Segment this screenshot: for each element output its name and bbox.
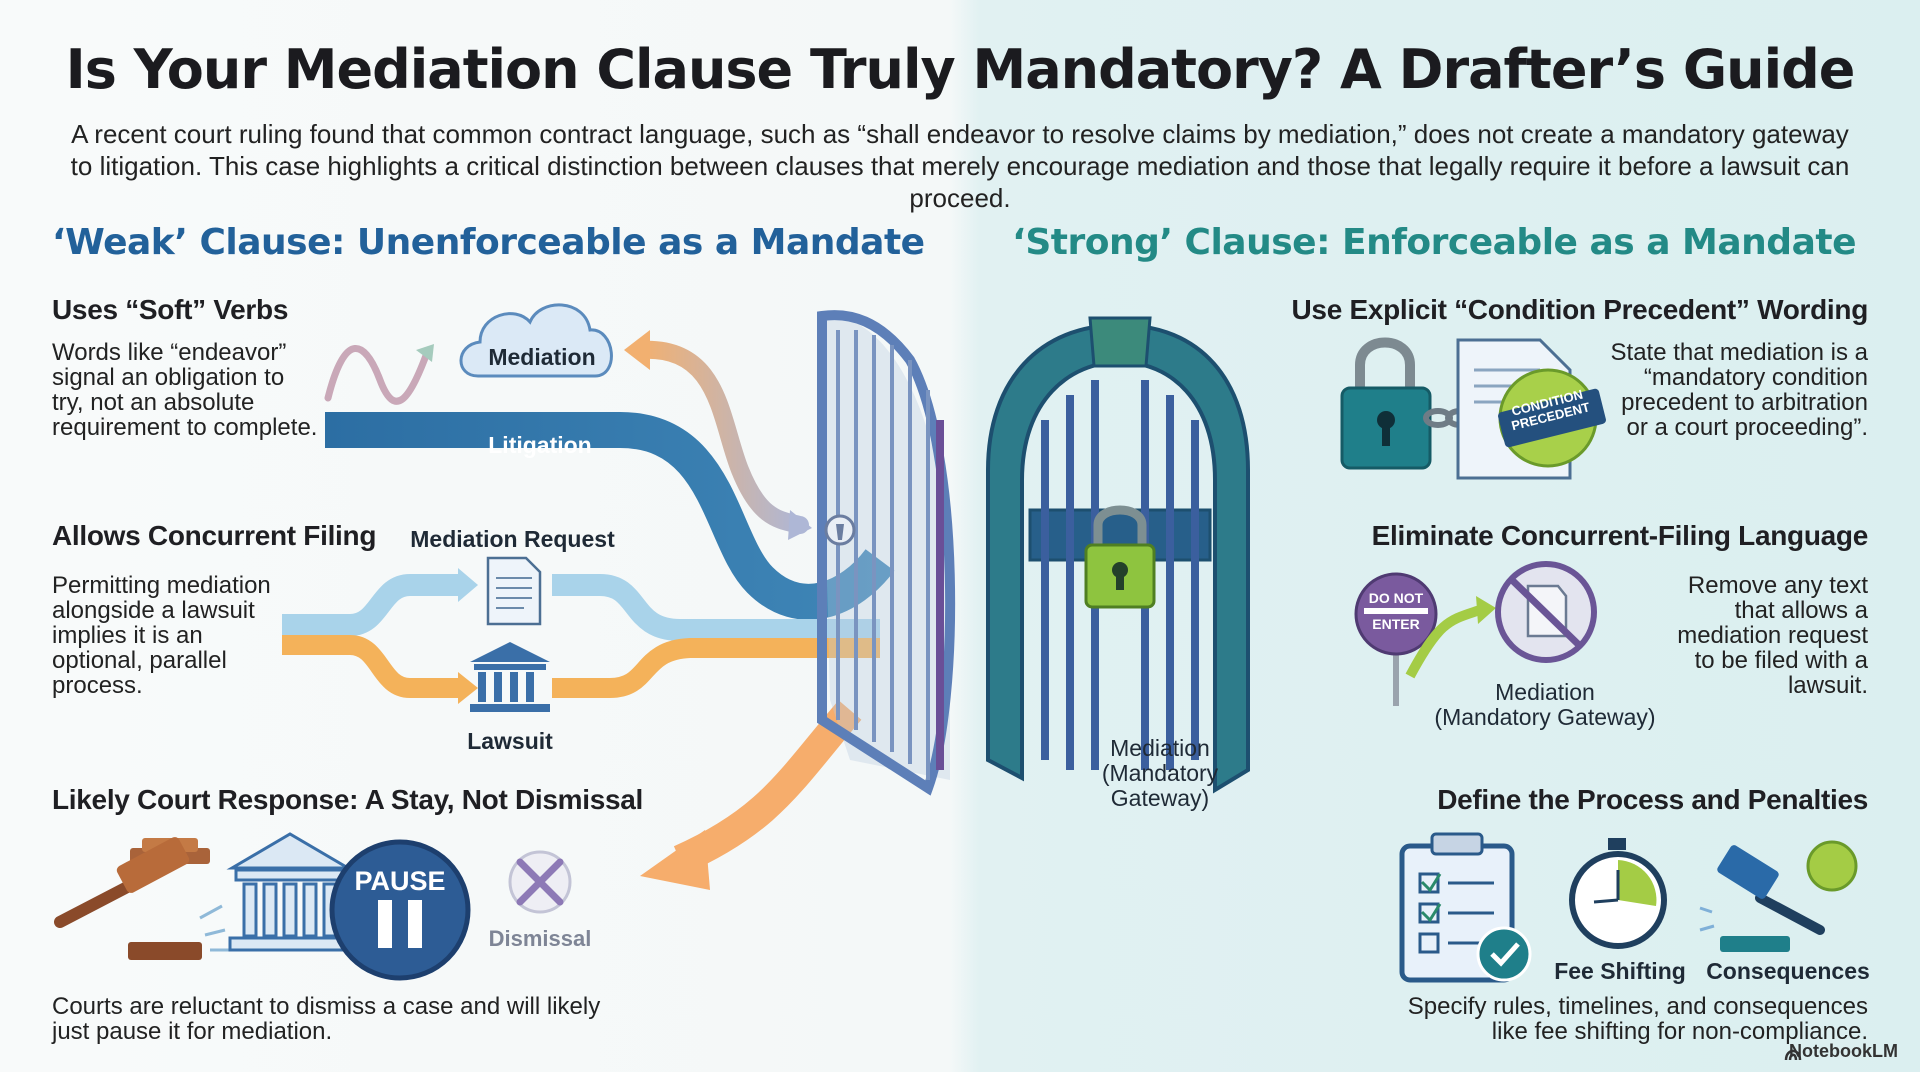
fee-shifting-label: Fee Shifting bbox=[1554, 958, 1686, 984]
gate-label-line1: Mediation bbox=[1110, 735, 1210, 761]
padlock-large-icon bbox=[1340, 337, 1432, 470]
concurrent-filing-heading: Allows Concurrent Filing bbox=[52, 520, 377, 551]
padlock-icon bbox=[1084, 505, 1156, 609]
concurrent-filing-text: Permitting mediation alongside a lawsuit… bbox=[52, 572, 271, 699]
court-response-text: Courts are reluctant to dismiss a case a… bbox=[52, 993, 601, 1045]
gate-label-line3: Gateway) bbox=[1110, 785, 1210, 811]
mediation-label: Mediation bbox=[488, 344, 596, 370]
mediation-request-label: Mediation Request bbox=[410, 526, 615, 552]
cloud-icon bbox=[459, 303, 613, 378]
document-icon bbox=[486, 556, 542, 626]
watermark: NotebookLM bbox=[1789, 1041, 1898, 1061]
orange-arrow-mediation bbox=[631, 340, 809, 534]
pause-icon bbox=[329, 839, 471, 981]
no-document-icon bbox=[1495, 561, 1597, 663]
sign-bar bbox=[1364, 608, 1428, 614]
condition-precedent-text: State that mediation is a “mandatory con… bbox=[1610, 339, 1868, 441]
squiggle-arrow bbox=[324, 345, 432, 405]
dollar-gavel-icon bbox=[1699, 840, 1858, 952]
eliminate-text: Remove any text that allows a mediation … bbox=[1677, 572, 1868, 699]
green-arrow bbox=[1405, 605, 1482, 679]
gate-label-line2: (Mandatory bbox=[1101, 760, 1219, 786]
mandatory-gateway-label: Mediation (Mandatory Gateway) bbox=[1420, 680, 1670, 730]
intro-paragraph: A recent court ruling found that common … bbox=[70, 119, 1850, 213]
condition-precedent-heading: Use Explicit “Condition Precedent” Wordi… bbox=[1291, 294, 1869, 325]
consequences-label: Consequences bbox=[1706, 958, 1870, 984]
litigation-label: Litigation bbox=[488, 432, 592, 458]
x-circle-icon bbox=[508, 850, 572, 914]
process-penalties-text: Specify rules, timelines, and consequenc… bbox=[1407, 993, 1868, 1045]
stopwatch-icon bbox=[1569, 838, 1667, 949]
lawsuit-arrow bbox=[282, 635, 460, 698]
page-title: Is Your Mediation Clause Truly Mandatory… bbox=[65, 38, 1856, 101]
soft-verbs-heading: Uses “Soft” Verbs bbox=[52, 294, 289, 325]
strong-clause-heading: ‘Strong’ Clause: Enforceable as a Mandat… bbox=[1012, 222, 1856, 263]
court-response-heading: Likely Court Response: A Stay, Not Dismi… bbox=[52, 784, 644, 815]
soft-verbs-text: Words like “endeavor” signal an obligati… bbox=[52, 339, 318, 441]
notebooklm-logo-icon bbox=[1784, 1049, 1802, 1061]
seal-icon bbox=[1498, 368, 1606, 468]
sign-line2: ENTER bbox=[1372, 616, 1420, 632]
courthouse-icon bbox=[470, 642, 550, 712]
request-arrow bbox=[282, 574, 460, 636]
do-not-enter-text: DO NOT ENTER bbox=[1358, 590, 1434, 632]
courthouse-large-icon bbox=[226, 832, 354, 952]
gate-label: Mediation (Mandatory Gateway) bbox=[1080, 736, 1240, 811]
sign-line1: DO NOT bbox=[1368, 590, 1424, 606]
mediation-label-strong: Mediation bbox=[1495, 679, 1595, 705]
pause-label: PAUSE bbox=[354, 866, 446, 896]
weak-clause-heading: ‘Weak’ Clause: Unenforceable as a Mandat… bbox=[52, 222, 925, 263]
lawsuit-label: Lawsuit bbox=[467, 728, 553, 754]
process-penalties-heading: Define the Process and Penalties bbox=[1437, 784, 1868, 815]
gateway-label-strong: (Mandatory Gateway) bbox=[1434, 704, 1656, 730]
do-not-enter-icon bbox=[1354, 572, 1438, 706]
eliminate-heading: Eliminate Concurrent-Filing Language bbox=[1371, 520, 1869, 551]
dismissal-label: Dismissal bbox=[488, 926, 592, 951]
stay-arrow bbox=[673, 700, 862, 874]
clipboard-checklist-icon bbox=[1399, 832, 1532, 983]
gavel-icon bbox=[40, 837, 232, 960]
open-gate-icon bbox=[817, 310, 956, 796]
